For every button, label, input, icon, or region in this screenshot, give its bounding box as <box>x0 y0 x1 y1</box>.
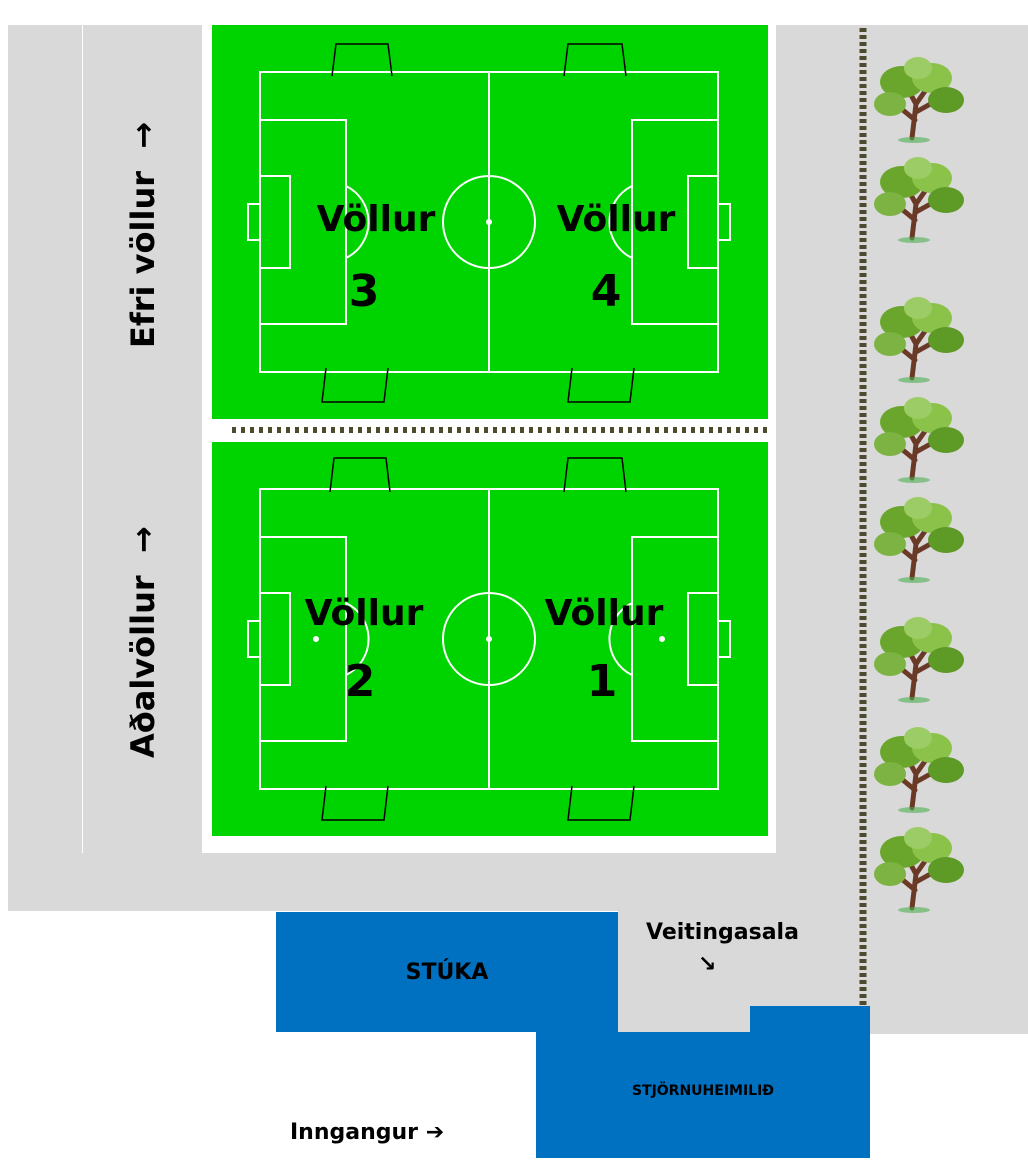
canteen-label: Veitingasala <box>646 920 799 945</box>
tree-icon <box>874 157 964 243</box>
boundary-line <box>82 25 83 853</box>
clubhouse-label: STJÖRNUHEIMILIÐ <box>631 1083 775 1099</box>
pitch-number-4: 4 <box>590 266 622 317</box>
stand-label: STÚKA <box>405 959 489 985</box>
arrow-icon: ➔ <box>425 1120 445 1145</box>
canteen-arrow-icon: ↘ <box>698 952 717 977</box>
pitch-label-2: Völlur <box>304 593 424 634</box>
upper-field-label: Efri völlur → <box>124 122 162 348</box>
tree-icon <box>874 397 964 483</box>
main-field-markings <box>247 488 731 790</box>
tree-icon <box>874 497 964 583</box>
entrance-label-text: Inngangur <box>290 1120 419 1145</box>
tree-icon <box>874 297 964 383</box>
clubhouse-annex <box>750 1006 870 1036</box>
arrow-icon: → <box>124 121 162 149</box>
tree-icon <box>874 617 964 703</box>
tree-row <box>868 50 988 930</box>
main-field-label: Aðalvöllur → <box>124 526 162 758</box>
clubhouse-building: STJÖRNUHEIMILIÐ <box>536 1032 870 1158</box>
pitch-label-4: Völlur <box>556 199 676 240</box>
tree-icon <box>874 57 964 143</box>
pitch-label-3: Völlur <box>316 199 436 240</box>
pitch-number-3: 3 <box>348 266 380 317</box>
main-field-label-text: Aðalvöllur <box>124 575 162 758</box>
goal-icon <box>321 43 635 821</box>
upper-field-markings <box>247 71 731 373</box>
entrance-label: Inngangur ➔ <box>290 1120 444 1145</box>
pitch-label-1: Völlur <box>544 593 664 634</box>
tree-icon <box>874 727 964 813</box>
arrow-icon: → <box>124 526 162 554</box>
pitch-number-1: 1 <box>586 656 618 707</box>
stand-building: STÚKA <box>276 912 618 1032</box>
tree-icon <box>874 827 964 913</box>
pitch-number-2: 2 <box>344 656 376 707</box>
upper-field-label-text: Efri völlur <box>124 170 162 348</box>
